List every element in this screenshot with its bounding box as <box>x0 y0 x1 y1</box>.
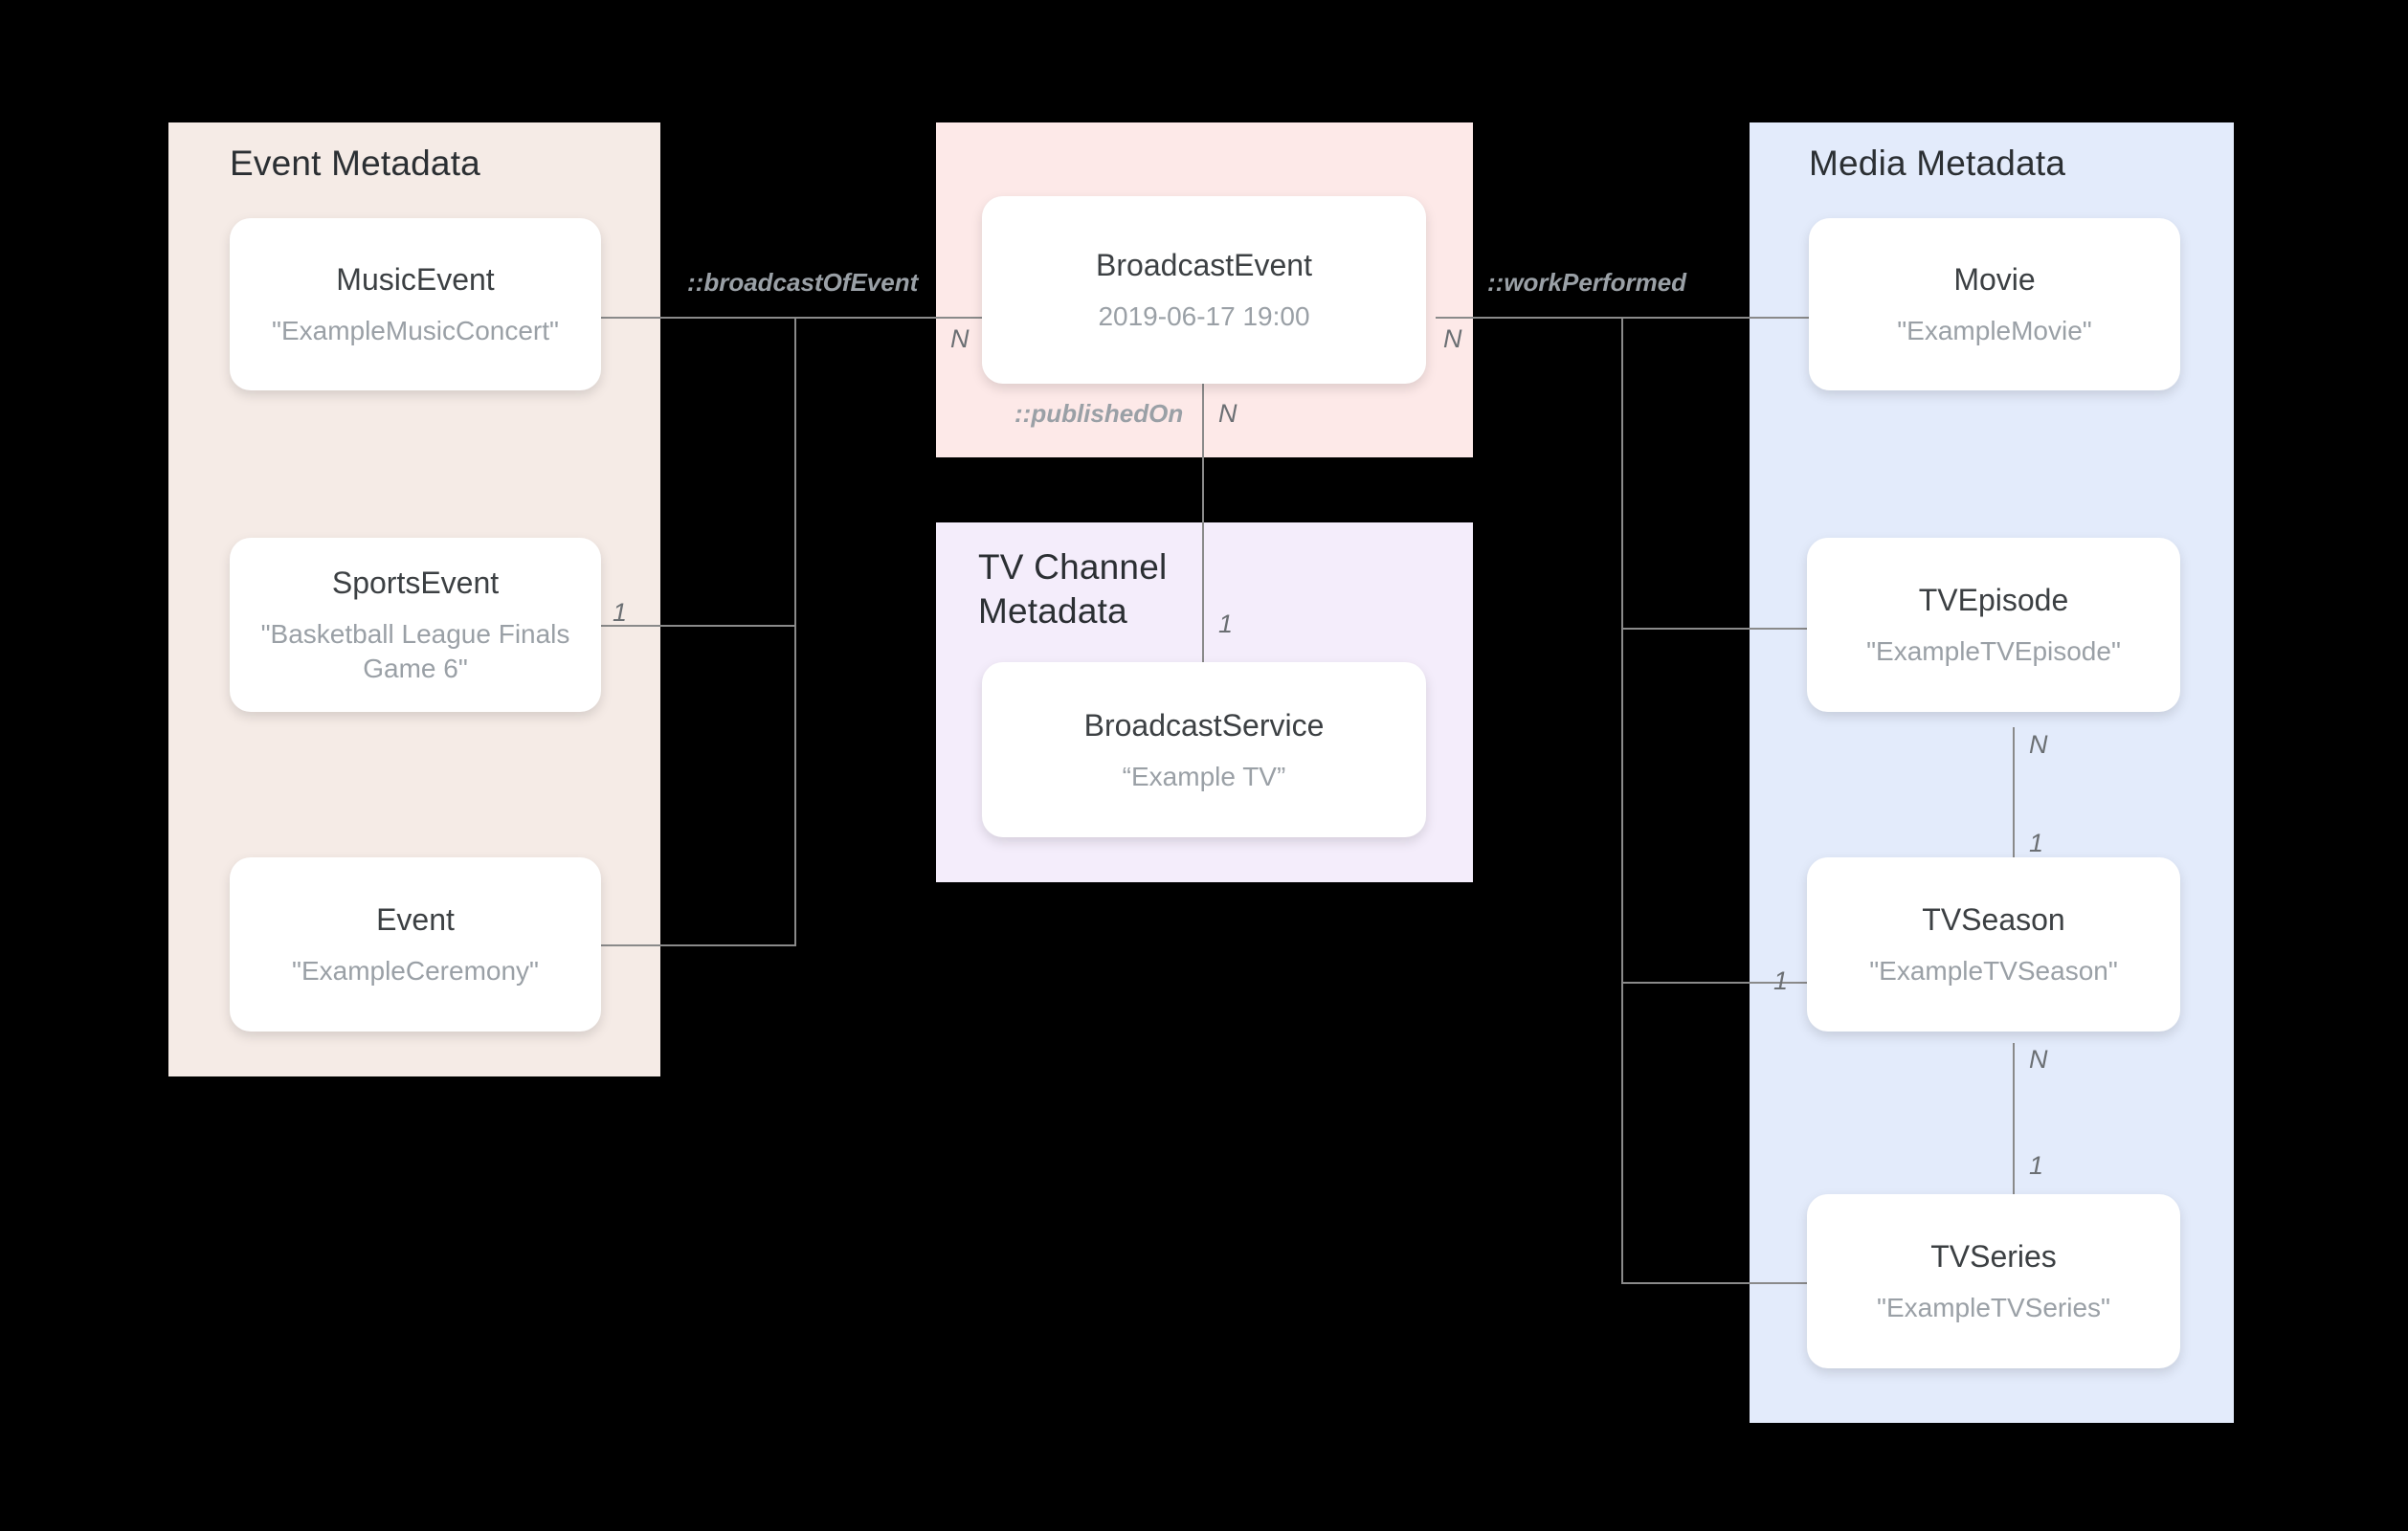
cardinality-tv-season-1-top: 1 <box>2029 829 2044 857</box>
edge-bus-to-broadcast-event <box>794 317 982 319</box>
edge-bus-to-tv-season <box>1621 982 1813 984</box>
edge-event-bus-vertical <box>794 317 796 945</box>
cardinality-broadcast-right-n: N <box>1443 324 1462 353</box>
relation-label-broadcast-of-event: ::broadcastOfEvent <box>687 268 919 297</box>
node-music-event-type: MusicEvent <box>336 262 495 297</box>
node-event-value: "ExampleCeremony" <box>292 956 539 986</box>
node-tv-episode[interactable]: TVEpisode "ExampleTVEpisode" <box>1807 538 2180 712</box>
edge-music-event-to-bus <box>597 317 796 319</box>
cardinality-sports-event-1: 1 <box>613 598 628 627</box>
edge-sports-event-to-bus <box>597 625 796 627</box>
node-movie[interactable]: Movie "ExampleMovie" <box>1809 218 2180 390</box>
edge-event-to-bus <box>597 944 796 946</box>
cardinality-broadcast-service-1: 1 <box>1218 610 1234 638</box>
node-tv-series[interactable]: TVSeries "ExampleTVSeries" <box>1807 1194 2180 1368</box>
node-broadcast-service-value: “Example TV” <box>1122 761 1286 791</box>
cardinality-tv-episode-n: N <box>2029 730 2048 759</box>
node-event-type: Event <box>376 902 455 937</box>
panel-event-metadata-title: Event Metadata <box>230 144 480 183</box>
edge-media-bus-vertical <box>1621 317 1623 1283</box>
edge-tv-season-to-tv-series <box>2013 1043 2015 1196</box>
cardinality-published-on-n: N <box>1218 399 1237 428</box>
panel-tv-channel-metadata-title: TV Channel Metadata <box>978 547 1168 631</box>
node-sports-event-value: "Basketball League Finals Game 6" <box>260 619 570 683</box>
node-sports-event-type: SportsEvent <box>331 566 500 600</box>
panel-media-metadata-title: Media Metadata <box>1809 144 2066 183</box>
node-tv-season-type: TVSeason <box>1922 902 2065 937</box>
node-tv-episode-type: TVEpisode <box>1918 583 2069 617</box>
node-music-event-value: "ExampleMusicConcert" <box>272 316 559 345</box>
node-broadcast-service-type: BroadcastService <box>1083 707 1325 743</box>
node-tv-series-value: "ExampleTVSeries" <box>1877 1293 2110 1322</box>
edge-published-on <box>1202 383 1204 664</box>
node-tv-season-value: "ExampleTVSeason" <box>1869 956 2118 986</box>
node-tv-episode-value: "ExampleTVEpisode" <box>1866 636 2121 666</box>
node-tv-season[interactable]: TVSeason "ExampleTVSeason" <box>1807 857 2180 1032</box>
node-broadcast-event[interactable]: BroadcastEvent 2019-06-17 19:00 <box>982 196 1426 384</box>
node-broadcast-event-value: 2019-06-17 19:00 <box>1098 301 1310 331</box>
node-sports-event[interactable]: SportsEvent "Basketball League Finals Ga… <box>230 538 601 712</box>
cardinality-tv-season-n: N <box>2029 1045 2048 1074</box>
relation-label-published-on: ::publishedOn <box>1014 399 1184 428</box>
relation-label-work-performed: ::workPerformed <box>1487 268 1687 297</box>
cardinality-broadcast-left-n: N <box>950 324 970 353</box>
node-movie-value: "ExampleMovie" <box>1897 316 2092 345</box>
edge-bus-to-tv-series <box>1621 1282 1813 1284</box>
edge-bus-to-movie <box>1621 317 1813 319</box>
node-tv-series-type: TVSeries <box>1930 1239 2057 1274</box>
edge-bus-to-tv-episode <box>1621 628 1813 630</box>
node-music-event[interactable]: MusicEvent "ExampleMusicConcert" <box>230 218 601 390</box>
node-event[interactable]: Event "ExampleCeremony" <box>230 857 601 1032</box>
cardinality-tv-season-1-left: 1 <box>1773 966 1789 995</box>
node-broadcast-service[interactable]: BroadcastService “Example TV” <box>982 662 1426 837</box>
node-movie-type: Movie <box>1953 262 2036 297</box>
node-broadcast-event-type: BroadcastEvent <box>1096 248 1312 282</box>
edge-tv-episode-to-tv-season <box>2013 727 2015 880</box>
edge-broadcast-event-to-right-bus <box>1436 317 1623 319</box>
cardinality-tv-series-1: 1 <box>2029 1151 2044 1180</box>
